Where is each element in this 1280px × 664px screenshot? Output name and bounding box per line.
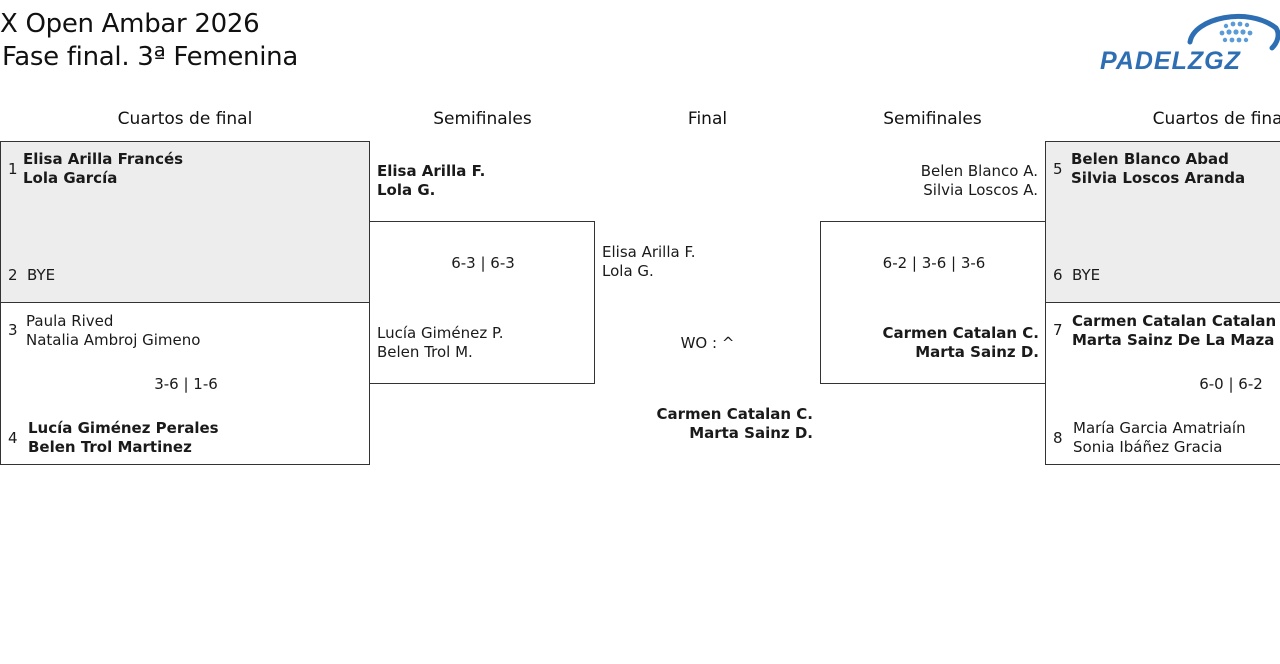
match-box-qf-right-2: 7 Carmen Catalan Catalan Marta Sainz De …	[1045, 302, 1280, 465]
match-score: 6-3 | 6-3	[451, 254, 515, 272]
player-name: Belen Blanco Abad	[1071, 150, 1229, 168]
round-header-semifinals-right: Semifinales	[883, 109, 982, 129]
match-box-qf-left-2: 3 Paula Rived Natalia Ambroj Gimeno 3-6 …	[0, 302, 370, 465]
match-score: 3-6 | 1-6	[154, 375, 218, 393]
player-name: Paula Rived	[26, 312, 114, 330]
match-score: 6-0 | 6-2	[1199, 375, 1263, 393]
player-name: Sonia Ibáñez Gracia	[1073, 438, 1223, 456]
player-name: Lola G.	[602, 262, 654, 280]
player-name: Carmen Catalan Catalan	[1072, 312, 1277, 330]
player-name: Lola García	[23, 169, 118, 187]
match-box-sf-left: 6-3 | 6-3 Lucía Giménez P. Belen Trol M.	[369, 221, 595, 384]
seed-number: 7	[1053, 321, 1063, 339]
page-title: X Open Ambar 2026 Fase final. 3ª Femenin…	[0, 8, 298, 74]
round-header-quarterfinals-left: Cuartos de final	[117, 109, 253, 129]
player-name: María Garcia Amatriaín	[1073, 419, 1246, 437]
player-name: Silvia Loscos Aranda	[1071, 169, 1246, 187]
seed-number: 1	[8, 160, 18, 178]
bye-label: BYE	[1072, 266, 1101, 284]
player-name: Lola G.	[377, 181, 436, 199]
logo-wordmark: PADELZGZ	[1100, 47, 1242, 74]
seed-number: 4	[8, 429, 18, 447]
player-name: Natalia Ambroj Gimeno	[26, 331, 201, 349]
match-box-qf-right-1: 5 Belen Blanco Abad Silvia Loscos Aranda…	[1045, 141, 1280, 303]
seed-number: 6	[1053, 266, 1063, 284]
seed-number: 8	[1053, 429, 1063, 447]
padelzgz-logo: PADELZGZ	[1098, 8, 1280, 75]
player-name: Belen Trol Martinez	[28, 438, 192, 456]
seed-number: 3	[8, 321, 18, 339]
player-name: Lucía Giménez Perales	[28, 419, 219, 437]
round-header-semifinals-left: Semifinales	[433, 109, 532, 129]
player-name: Silvia Loscos A.	[923, 181, 1038, 199]
final-score: WO : ^	[680, 334, 735, 352]
match-box-qf-left-1: 1 Elisa Arilla Francés Lola García 2 BYE	[0, 141, 370, 303]
player-name: Elisa Arilla F.	[377, 162, 486, 180]
player-name: Marta Sainz De La Maza Llanas	[1072, 331, 1280, 349]
round-header-quarterfinals-right: Cuartos de final	[1152, 109, 1280, 129]
player-name: Carmen Catalan C.	[882, 324, 1039, 342]
logo-graphic: PADELZGZ	[1100, 13, 1280, 75]
phase-name: Fase final. 3ª Femenina	[2, 42, 298, 72]
match-box-sf-right: 6-2 | 3-6 | 3-6 Carmen Catalan C. Marta …	[820, 221, 1046, 384]
player-name: Carmen Catalan C.	[656, 405, 813, 423]
player-name: Elisa Arilla F.	[602, 243, 696, 261]
player-name: Lucía Giménez P.	[377, 324, 504, 342]
tournament-name: X Open Ambar 2026	[0, 9, 260, 39]
player-name: Belen Trol M.	[377, 343, 473, 361]
seed-number: 2	[8, 266, 18, 284]
player-name: Marta Sainz D.	[689, 424, 813, 442]
round-header-final: Final	[687, 109, 728, 129]
match-score: 6-2 | 3-6 | 3-6	[882, 254, 986, 272]
player-name: Belen Blanco A.	[920, 162, 1038, 180]
bye-label: BYE	[27, 266, 56, 284]
player-name: Elisa Arilla Francés	[23, 150, 184, 168]
player-name: Marta Sainz D.	[915, 343, 1039, 361]
seed-number: 5	[1053, 160, 1063, 178]
